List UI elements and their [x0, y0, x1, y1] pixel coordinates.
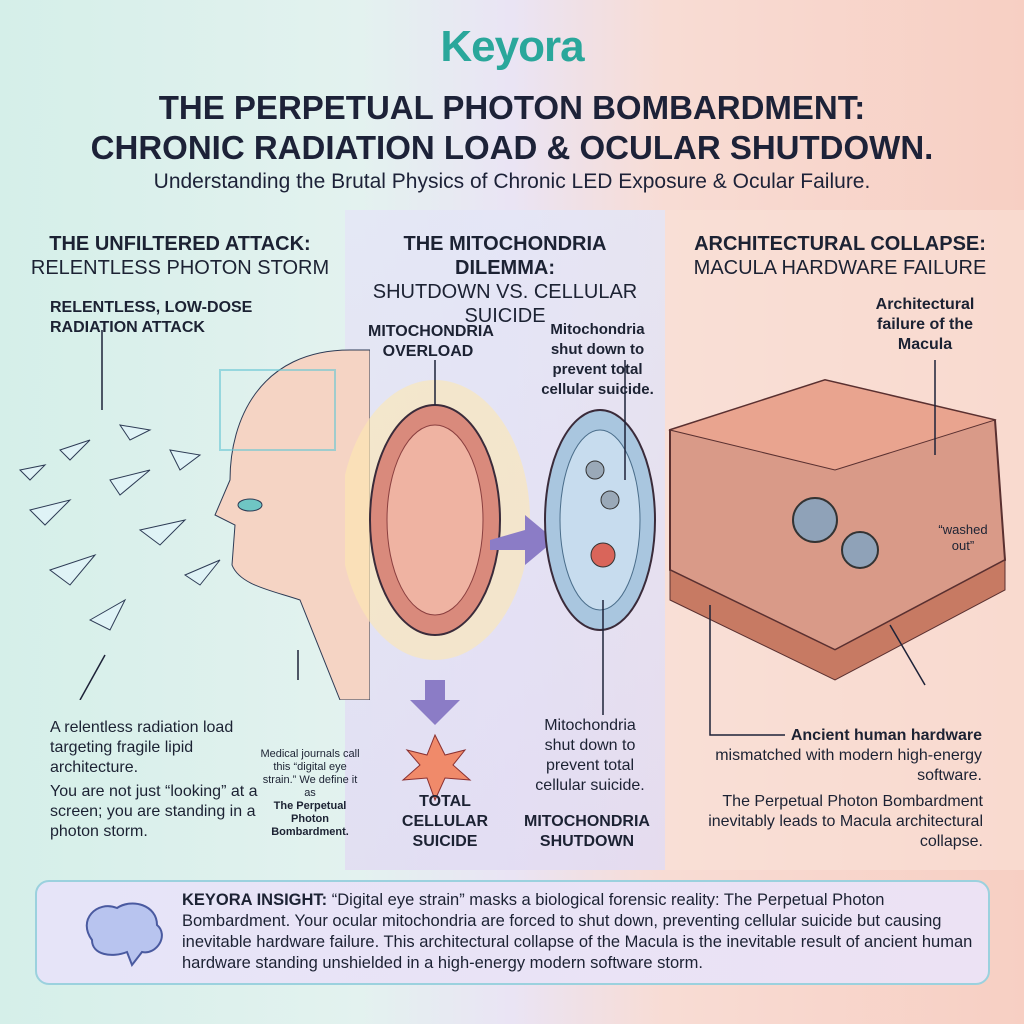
left-text-2: You are not just “looking” at a screen; … — [50, 783, 258, 840]
left-heading-title: THE UNFILTERED ATTACK: — [49, 233, 311, 255]
middle-subheading: SHUTDOWN VS. CELLULAR SUICIDE — [372, 281, 638, 327]
subtitle: Understanding the Brutal Physics of Chro… — [153, 170, 871, 193]
right-heading-title: ARCHITECTURAL COLLAPSE: — [694, 233, 986, 255]
radiation-callout: RELENTLESS, LOW-DOSE RADIATION ATTACK — [50, 299, 253, 336]
hardware-desc: mismatched with modern high-energy softw… — [715, 747, 982, 784]
hardware-bold: Ancient human hardware — [790, 727, 982, 744]
right-subheading: MACULA HARDWARE FAILURE — [693, 257, 987, 279]
photon-storm-illustration — [18, 330, 370, 700]
side-note-text: Medical journals call this “digital eye … — [260, 748, 360, 799]
page-title: THE PERPETUAL PHOTON BOMBARDMENT: CHRONI… — [0, 88, 1024, 168]
brain-icon — [85, 902, 163, 968]
insight-text: “Digital eye strain” masks a biological … — [182, 891, 973, 972]
side-note: Medical journals call this “digital eye … — [260, 748, 360, 839]
left-subheading: RELENTLESS PHOTON STORM — [30, 257, 330, 279]
left-heading: THE UNFILTERED ATTACK: RELENTLESS PHOTON… — [20, 232, 340, 280]
side-note-bold: The Perpetual Photon Bombardment. — [271, 800, 349, 838]
macula-collapse-illustration — [668, 360, 1007, 736]
overload-label: MITOCHONDRIA OVERLOAD — [368, 323, 494, 360]
shutdown-text: Mitochondria shut down to prevent total … — [535, 717, 645, 794]
logo: Keyora — [440, 22, 584, 71]
conclusion-text: The Perpetual Photon Bombardment inevita… — [708, 793, 983, 850]
title-line-1: THE PERPETUAL PHOTON BOMBARDMENT: — [158, 89, 866, 126]
insight-label: KEYORA INSIGHT: — [182, 891, 328, 909]
insight-box: KEYORA INSIGHT: “Digital eye strain” mas… — [35, 880, 990, 985]
suicide-label: TOTAL CELLULAR SUICIDE — [401, 793, 489, 850]
mitochondria-illustration — [345, 360, 656, 802]
washed-out-label: “washed out” — [938, 522, 988, 553]
hardware-text: Ancient human hardware mismatched with m… — [700, 726, 982, 786]
middle-heading: THE MITOCHONDRIA DILEMMA: SHUTDOWN VS. C… — [360, 232, 650, 328]
macula-callout: Architectural failure of the Macula — [875, 296, 975, 353]
right-heading: ARCHITECTURAL COLLAPSE: MACULA HARDWARE … — [670, 232, 1010, 280]
shutdown-label: MITOCHONDRIA SHUTDOWN — [524, 813, 650, 850]
middle-heading-title: THE MITOCHONDRIA DILEMMA: — [403, 233, 607, 279]
left-text-1: A relentless radiation load targeting fr… — [50, 719, 234, 776]
title-line-2: CHRONIC RADIATION LOAD & OCULAR SHUTDOWN… — [90, 129, 934, 166]
